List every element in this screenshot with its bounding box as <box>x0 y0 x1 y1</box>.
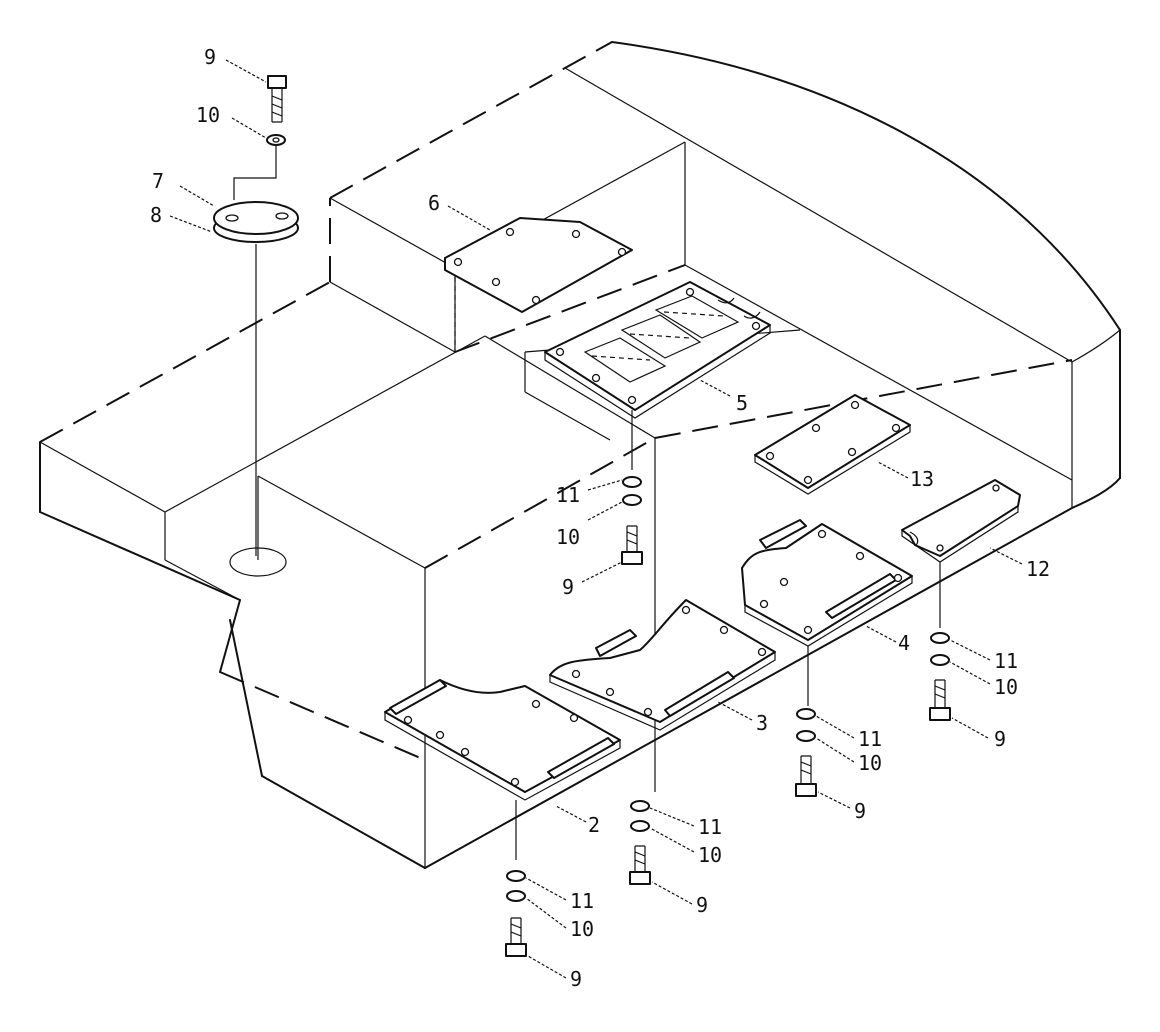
part-7-8-small-cover <box>213 146 299 556</box>
bolt-9-e <box>629 845 651 885</box>
part-2-floor-plate <box>384 679 621 860</box>
callout-9: 9 <box>854 799 866 823</box>
lockwasher-11-b <box>930 632 950 644</box>
lockwasher-11-d <box>630 800 650 812</box>
main-body <box>39 41 1121 869</box>
lockwasher-11-a <box>622 476 642 488</box>
callout-10: 10 <box>196 103 220 127</box>
callout-11: 11 <box>698 815 722 839</box>
callout-10: 10 <box>994 675 1018 699</box>
callout-9: 9 <box>562 575 574 599</box>
bolt-9-top <box>267 75 287 123</box>
bolt-9-f <box>505 917 527 957</box>
bolt-9-b <box>621 525 643 565</box>
callout-10: 10 <box>698 843 722 867</box>
callout-3: 3 <box>756 711 768 735</box>
callout-6: 6 <box>428 191 440 215</box>
lockwasher-11-e <box>506 870 526 882</box>
callout-9: 9 <box>696 893 708 917</box>
washer-10-d <box>796 730 816 742</box>
callout-4: 4 <box>898 631 910 655</box>
part-5-grille-plate <box>544 281 771 419</box>
washer-10-b <box>622 494 642 506</box>
callout-labels: 9 10 7 8 6 5 11 10 9 13 12 4 11 10 9 3 1… <box>150 45 1050 991</box>
part-13-plate <box>754 394 911 495</box>
hardware <box>266 75 951 957</box>
part-3-floor-plate <box>549 599 776 792</box>
callout-10: 10 <box>556 525 580 549</box>
callout-11: 11 <box>994 649 1018 673</box>
callout-11: 11 <box>570 889 594 913</box>
callout-9: 9 <box>204 45 216 69</box>
leader-lines <box>169 59 1023 979</box>
bolt-9-c <box>929 679 951 721</box>
part-4-floor-plate <box>741 519 913 706</box>
callout-13: 13 <box>910 467 934 491</box>
callout-12: 12 <box>1026 557 1050 581</box>
part-6-cover-plate <box>444 217 633 313</box>
part-12-plate <box>901 479 1021 628</box>
callout-8: 8 <box>150 203 162 227</box>
callout-9: 9 <box>570 967 582 991</box>
washer-10-e <box>630 820 650 832</box>
lockwasher-11-c <box>796 708 816 720</box>
callout-11: 11 <box>858 727 882 751</box>
callout-5: 5 <box>736 391 748 415</box>
callout-11: 11 <box>556 483 580 507</box>
callout-7: 7 <box>152 169 164 193</box>
callout-10: 10 <box>570 917 594 941</box>
callout-10: 10 <box>858 751 882 775</box>
callout-2: 2 <box>588 813 600 837</box>
washer-10-f <box>506 890 526 902</box>
callout-9: 9 <box>994 727 1006 751</box>
washer-10-c <box>930 654 950 666</box>
bolt-9-d <box>795 755 817 797</box>
